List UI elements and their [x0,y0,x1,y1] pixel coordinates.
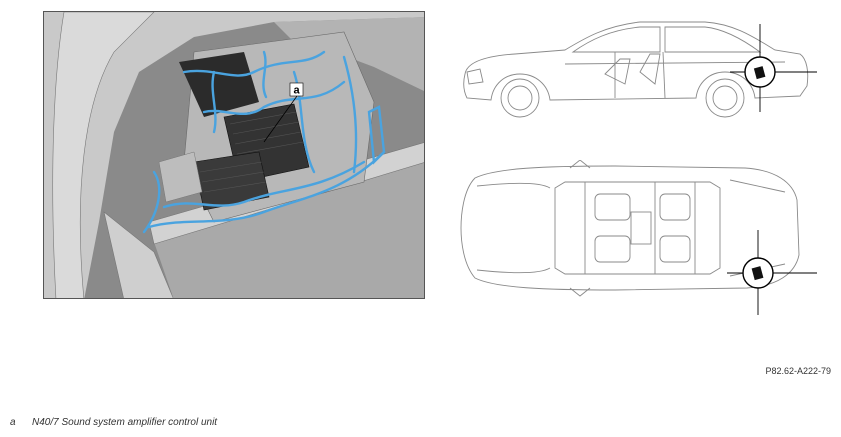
trunk-illustration: a [44,12,424,298]
callout-letter: a [293,85,300,97]
location-marker-icon [727,230,817,315]
location-marker-icon [730,24,817,112]
reference-code: P82.62-A222-79 [765,366,831,376]
trunk-illustration-panel: a [43,11,425,299]
top-view-car-icon [460,160,817,315]
side-view-car-icon [463,21,817,118]
legend: a N40/7 Sound system amplifier control un… [10,417,217,428]
legend-text: N40/7 Sound system amplifier control uni… [32,417,218,428]
legend-key: a [10,417,16,428]
